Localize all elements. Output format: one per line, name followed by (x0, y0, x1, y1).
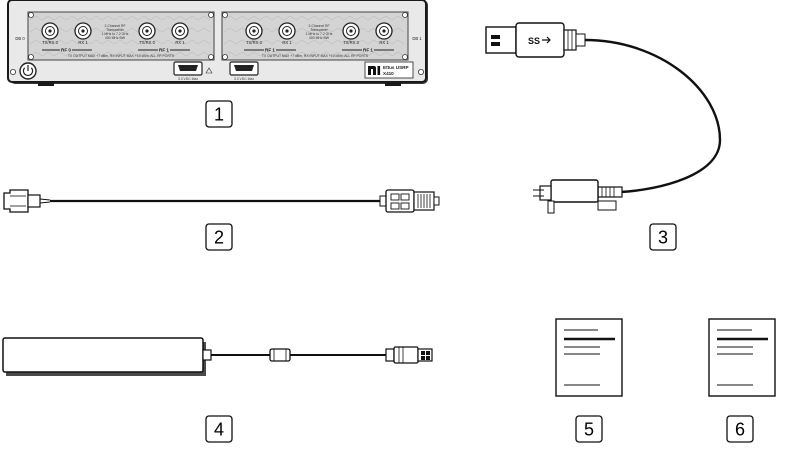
usb-c-connector (533, 179, 623, 214)
psu-strain-relief (202, 349, 212, 361)
callout-number: 5 (584, 420, 594, 440)
rating-text: TX OUTPUT MAX +7 dBm, RX INPUT MAX +10 d… (68, 54, 175, 58)
callout-1: 1 (205, 100, 233, 128)
brand-block: Ettus USRP X410 (364, 61, 414, 79)
callout-2: 2 (205, 223, 233, 251)
transceiver-label: Transceiver (310, 28, 328, 32)
document-sheet-6 (708, 318, 776, 397)
port-label: TX/RX 0 (246, 40, 262, 45)
rating-text: TX OUTPUT MAX +7 dBm, RX INPUT MAX +10 d… (262, 54, 369, 58)
port-label: TX/RX 0 (139, 40, 155, 45)
rf-group-label: RF 1 (159, 48, 169, 53)
screw (208, 54, 214, 60)
hdmi-label: 3.3 VDC Max (234, 77, 254, 81)
sma-port-left-3[interactable] (138, 22, 156, 40)
screw (222, 54, 228, 60)
screw (402, 54, 408, 60)
screw (28, 12, 34, 18)
screw (208, 12, 214, 18)
brand-line-2: X410 (383, 71, 394, 76)
sma-port-right-1[interactable] (245, 22, 263, 40)
device-foot (38, 82, 54, 86)
ferrite-bead (269, 348, 291, 362)
db-label: DB 1 (412, 36, 422, 41)
usrp-device: TX/RX 0 RX 1 TX/RX 0 RX 1 2-Channel RF T… (7, 0, 428, 86)
brand-line-1: Ettus USRP (383, 65, 409, 70)
usb-cable: SS (485, 22, 722, 214)
callout-number: 3 (658, 228, 668, 248)
callout-4: 4 (205, 415, 233, 443)
transceiver-label: 1 MHz to 7.2 GHz (102, 32, 129, 36)
callout-number: 1 (214, 105, 224, 125)
device-foot (385, 82, 401, 86)
hdmi-label: 3.3 VDC Max (178, 77, 198, 81)
callout-3: 3 (649, 223, 677, 251)
sma-port-right-4[interactable] (375, 22, 393, 40)
screw (28, 54, 34, 60)
callout-5: 5 (575, 415, 603, 443)
transceiver-label: 400 MHz BW (105, 36, 126, 40)
usb-superspeed-icon: SS (528, 36, 551, 46)
power-icon (22, 65, 34, 77)
ethernet-cable (3, 189, 440, 213)
screw (402, 12, 408, 18)
sma-port-left-2[interactable] (74, 22, 92, 40)
rj45-connector-right (379, 189, 440, 213)
power-supply (2, 337, 433, 376)
screw (417, 69, 424, 76)
port-label: RX 1 (78, 40, 88, 45)
port-label: RX 1 (379, 40, 389, 45)
rf-group-label: RF 1 (265, 48, 275, 53)
transceiver-label: 1 MHz to 7.2 GHz (306, 32, 333, 36)
transceiver-label: Transceiver (106, 28, 124, 32)
port-label: TX/RX 0 (42, 40, 58, 45)
rj45-connector-left (3, 189, 51, 213)
psu-brick (2, 337, 204, 373)
db-label: DB 0 (15, 36, 25, 41)
rf-group-label: RF 1 (363, 48, 373, 53)
document-sheet-5 (555, 318, 623, 397)
sma-port-right-3[interactable] (342, 22, 360, 40)
ni-logo-icon (368, 66, 381, 75)
transceiver-label: 2-Channel RF (308, 24, 329, 28)
cable-wire (584, 38, 722, 194)
transceiver-label: 400 MHz BW (309, 36, 330, 40)
port-label: TX/RX 0 (343, 40, 359, 45)
screw (9, 69, 16, 76)
callout-number: 6 (735, 420, 745, 440)
callout-number: 2 (214, 228, 224, 248)
honeycomb-left (29, 15, 211, 57)
hdmi-port-right[interactable] (229, 61, 259, 76)
sma-port-right-2[interactable] (278, 22, 296, 40)
rf-group-label: RF 0 (61, 48, 71, 53)
callout-number: 4 (214, 420, 224, 440)
usb-a-connector: SS (485, 22, 586, 58)
transceiver-label: 2-Channel RF (104, 24, 125, 28)
sma-port-left-4[interactable] (171, 22, 189, 40)
warning-icon (205, 67, 213, 74)
port-label: RX 1 (282, 40, 292, 45)
hdmi-port-left[interactable] (173, 61, 203, 76)
callout-6: 6 (726, 415, 754, 443)
usb-logo-text: SS (528, 36, 540, 46)
screw (222, 12, 228, 18)
port-label: RX 1 (175, 40, 185, 45)
dc-connector (385, 346, 433, 364)
sma-port-left-1[interactable] (41, 22, 59, 40)
power-button[interactable] (19, 62, 37, 80)
